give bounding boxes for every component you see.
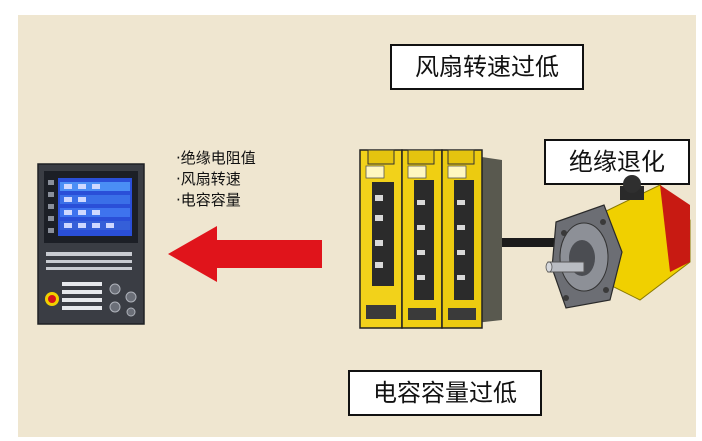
list-item-capacitor: ·电容容量 — [176, 191, 241, 209]
label-fan-speed-low: 风扇转速过低 — [390, 44, 584, 90]
cnc-controller-icon — [37, 163, 145, 325]
arrow-left-icon — [168, 226, 322, 282]
list-item-insulation-resistance: ·绝缘电阻值 — [176, 149, 256, 167]
label-insulation-degradation: 绝缘退化 — [544, 139, 690, 185]
monitored-items-list: ·绝缘电阻值 ·风扇转速 ·电容容量 — [176, 148, 256, 211]
servo-amplifier-icon — [359, 149, 502, 329]
motor-cable — [502, 238, 560, 247]
list-item-fan-speed: ·风扇转速 — [176, 170, 241, 188]
servo-motor-icon — [545, 175, 691, 309]
label-capacitor-low: 电容容量过低 — [348, 370, 542, 416]
